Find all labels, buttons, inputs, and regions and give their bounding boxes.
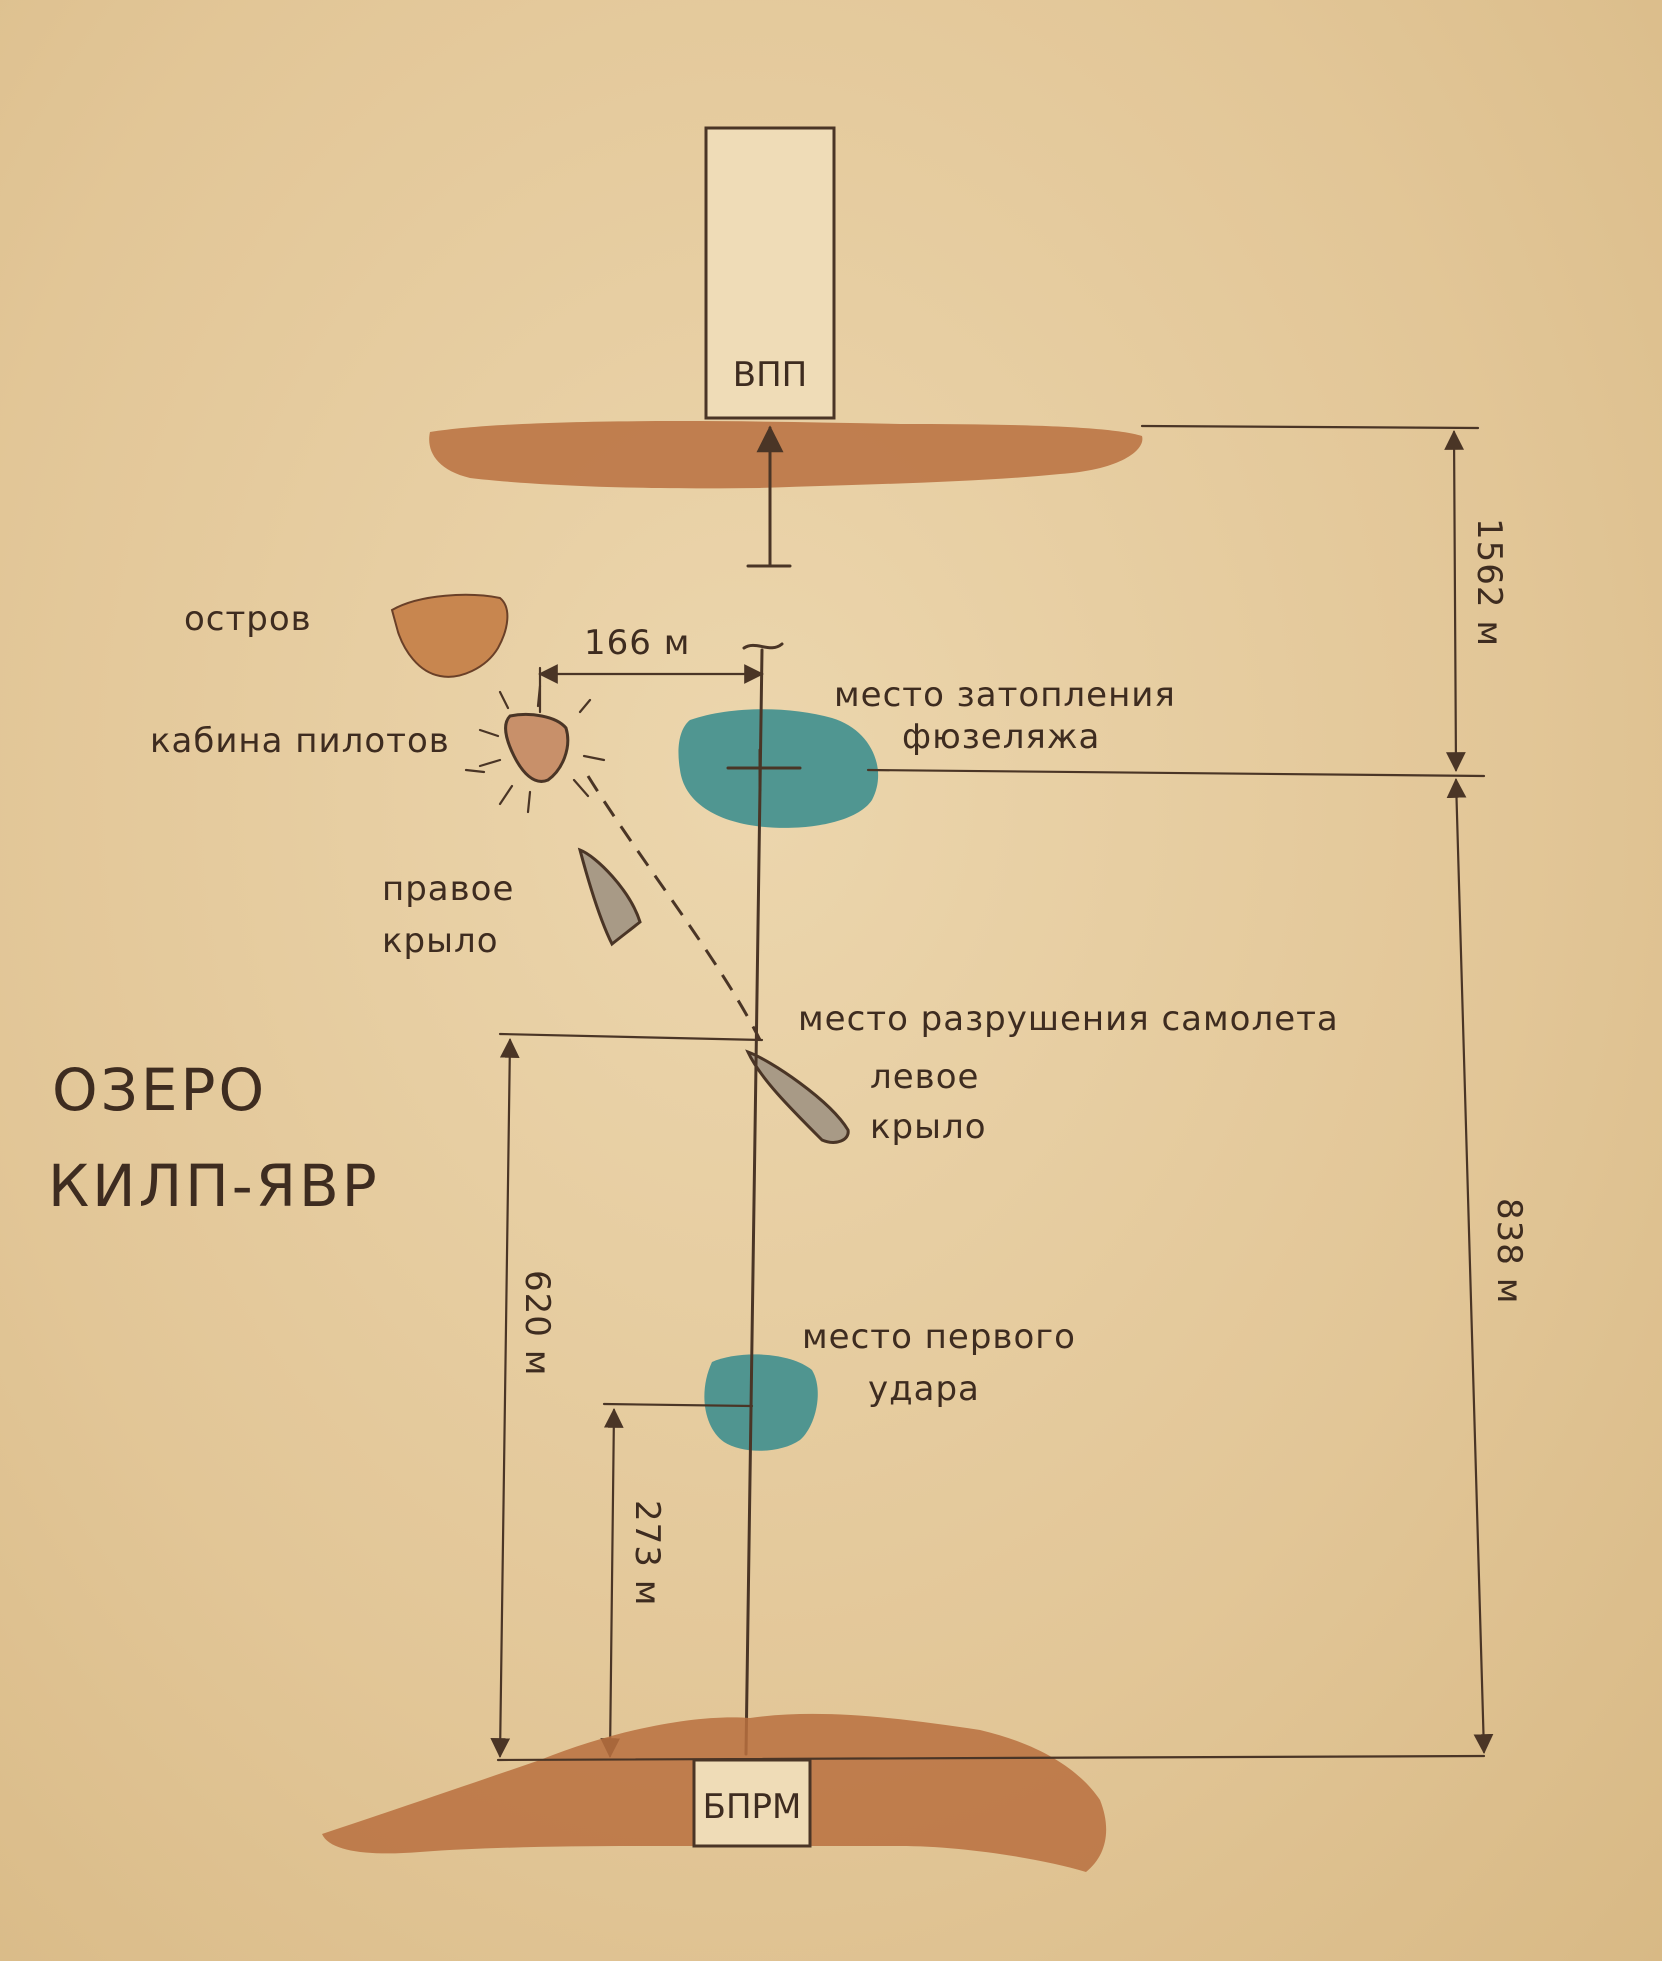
lake-name-line2: КИЛП-ЯВР xyxy=(48,1152,380,1220)
left-wing xyxy=(745,1049,850,1144)
breakup-extension xyxy=(498,1032,764,1042)
north-shore-extension xyxy=(1140,424,1480,430)
axis-break-mark xyxy=(742,642,784,650)
beacon-to-impact-dimension xyxy=(600,1408,624,1758)
first-impact-label-line1: место первого xyxy=(802,1317,1076,1357)
fuselage-extension xyxy=(866,768,1486,778)
cockpit-offset-label: 166 м xyxy=(584,623,690,663)
right-wing xyxy=(577,847,642,947)
beacon-to-impact-label: 273 м xyxy=(627,1500,667,1606)
fuselage-label-line1: место затопления xyxy=(834,675,1176,715)
right-wing-label-line1: правое xyxy=(382,869,514,909)
fuselage-label-line2: фюзеляжа xyxy=(902,717,1100,757)
cockpit-debris xyxy=(504,713,570,783)
beacon-label: БПРМ xyxy=(703,1787,802,1827)
right-wing-label-line2: крыло xyxy=(382,921,499,961)
first-impact-spot xyxy=(704,1354,818,1451)
island xyxy=(390,593,509,678)
beacon-baseline xyxy=(496,1754,1486,1762)
cockpit-label: кабина пилотов xyxy=(150,721,450,761)
fuselage-distance-dimension xyxy=(1444,430,1466,772)
approach-centre-line xyxy=(744,648,764,1756)
cockpit-trajectory xyxy=(586,775,762,1041)
runway-rectangle xyxy=(704,126,836,420)
fuselage-distance-label: 1562 м xyxy=(1469,518,1509,647)
north-shore xyxy=(429,421,1143,489)
beacon-to-fuselage-label: 838 м xyxy=(1489,1198,1529,1304)
beacon-to-breakup-label: 620 м xyxy=(517,1270,557,1376)
beacon-to-fuselage-dimension xyxy=(1446,778,1494,1754)
first-impact-label-line2: удара xyxy=(868,1369,980,1409)
runway-label: ВПП xyxy=(733,355,807,395)
beacon-box xyxy=(692,1758,812,1848)
island-label: остров xyxy=(184,599,312,639)
beacon-to-breakup-dimension xyxy=(490,1038,520,1758)
left-wing-label-line2: крыло xyxy=(870,1107,987,1147)
breakup-label: место разрушения самолета xyxy=(798,999,1339,1039)
left-wing-label-line1: левое xyxy=(870,1057,979,1097)
lake-name-line1: ОЗЕРО xyxy=(52,1056,267,1124)
impact-extension xyxy=(602,1402,754,1408)
